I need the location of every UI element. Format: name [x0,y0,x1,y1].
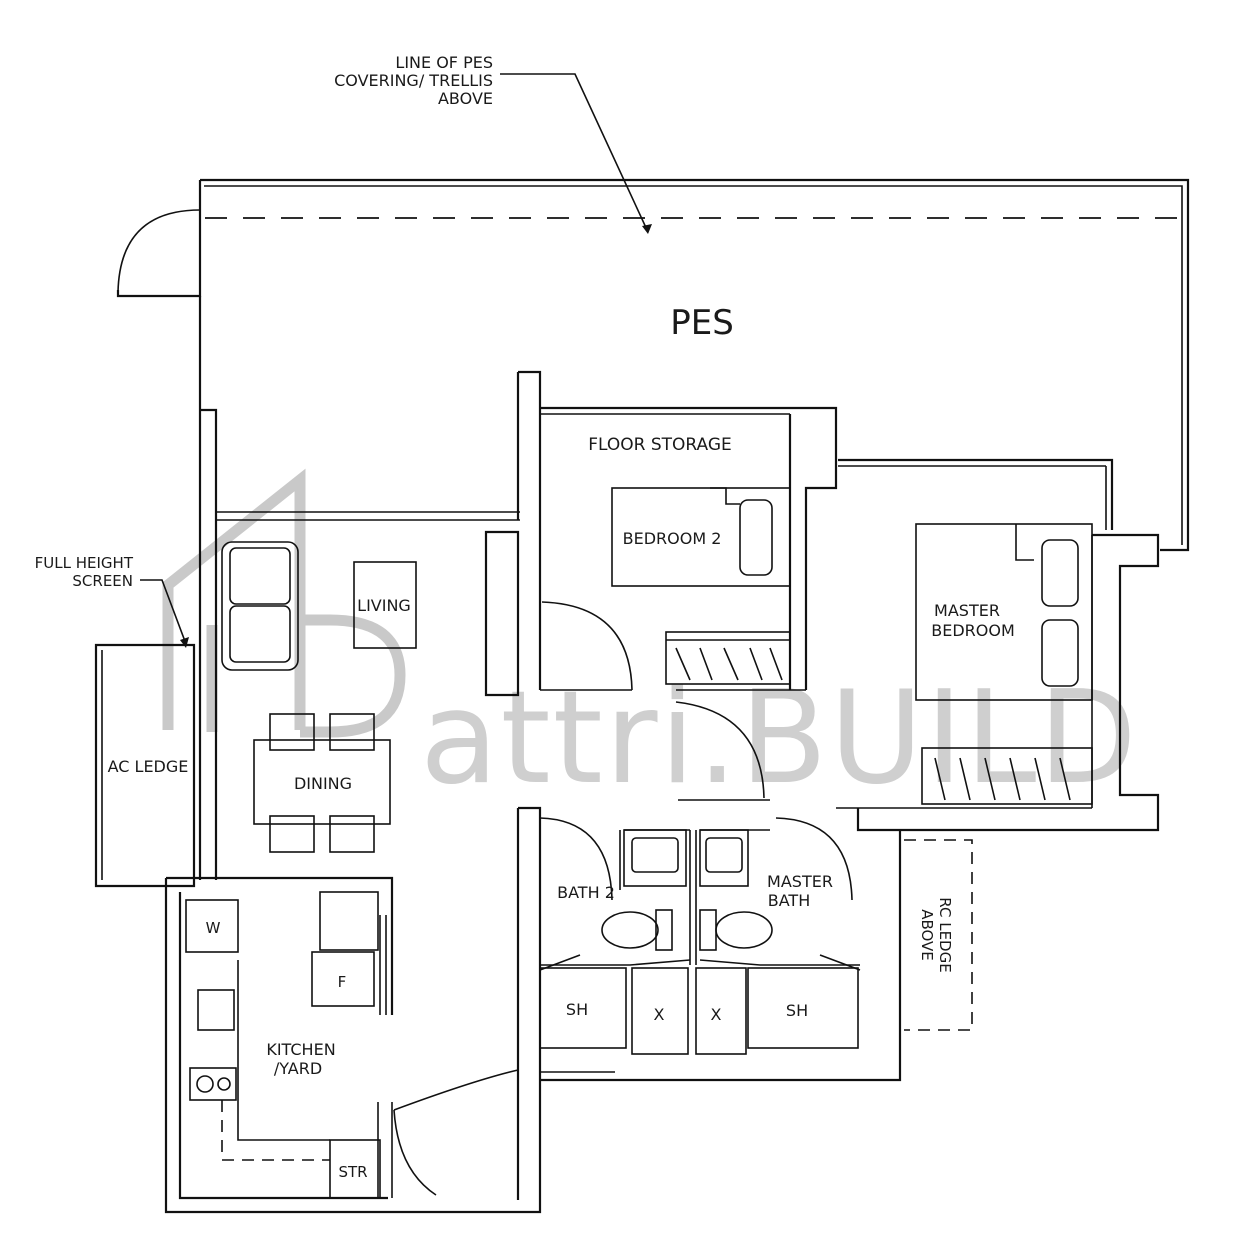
store-label: STR [338,1163,367,1181]
rc-ledge-annotation: RC LEDGE ABOVE [918,897,954,972]
master-bath-label-line2: BATH [768,891,810,910]
floor-storage-label: FLOOR STORAGE [588,435,732,455]
ac-ledge-label: AC LEDGE [108,757,189,776]
washer-label: W [206,919,221,937]
master-bath-label-line1: MASTER [767,872,833,891]
living-label: LIVING [357,596,411,615]
screen-note-line1: FULL HEIGHT [35,554,134,572]
pes-note-line2: COVERING/ TRELLIS [334,71,493,90]
kitchen-label-line1: KITCHEN [266,1040,335,1059]
rc-ledge-line1: RC LEDGE [936,897,954,972]
screen-note-line2: SCREEN [72,572,133,590]
shower-right-label: SH [786,1001,808,1020]
fridge-label: F [338,973,347,991]
pes-annotation: LINE OF PES COVERING/ TRELLIS ABOVE [334,53,493,108]
kitchen-label-line2: /YARD [274,1059,322,1078]
master-bedroom-label-line1: MASTER [934,601,1000,620]
pes-label: PES [670,303,734,343]
annotation-leaders [140,73,652,648]
bedroom2-furniture [539,487,791,691]
master-bedroom-label-line2: BEDROOM [931,621,1015,640]
master-bedroom-furniture [675,523,1093,805]
shower-left-label: SH [566,1000,588,1019]
bath2-label: BATH 2 [557,883,615,902]
pes-note-line3: ABOVE [438,89,493,108]
pes-terrace [116,178,1190,552]
bedroom2-label: BEDROOM 2 [623,529,722,548]
watermark-text: attri.BUILD [420,664,1139,813]
screen-annotation: FULL HEIGHT SCREEN [35,554,134,590]
dining-label: DINING [294,774,352,793]
shaft-left-label: X [654,1005,665,1024]
rc-ledge-line2: ABOVE [918,909,936,961]
shaft-right-label: X [711,1005,722,1024]
pes-note-line1: LINE OF PES [395,53,493,72]
bathroom-fixtures [539,817,973,1055]
living-furniture [221,541,417,853]
kitchen-fixtures [185,891,519,1199]
